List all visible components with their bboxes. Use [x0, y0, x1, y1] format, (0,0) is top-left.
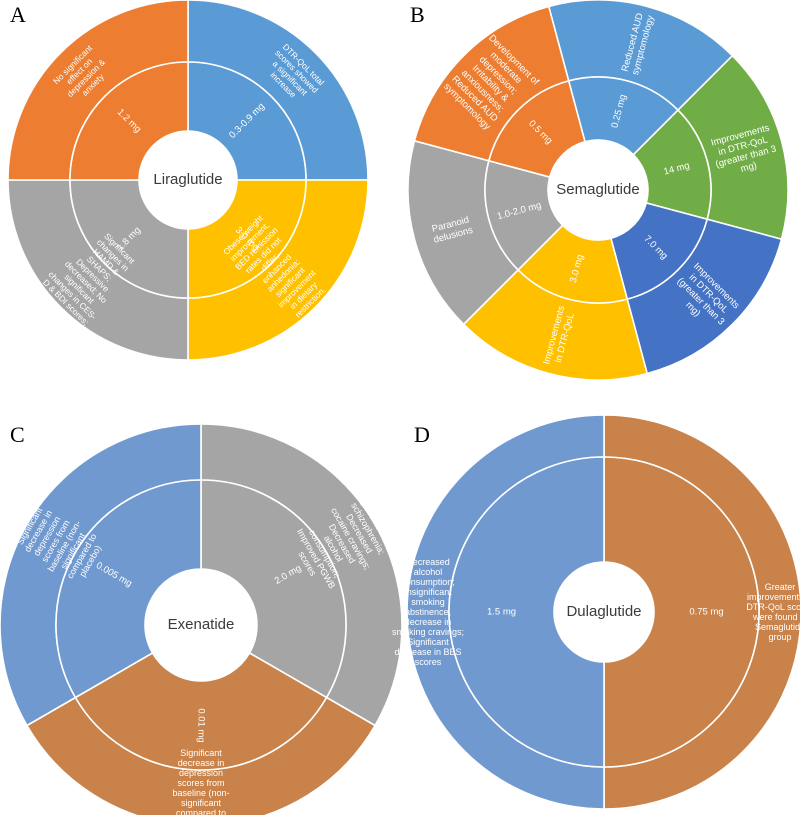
panel-letter: D	[414, 422, 430, 447]
drug-name-label: Dulaglutide	[566, 603, 641, 620]
dose-segment-0-005-mg	[55, 479, 202, 699]
dose-segment-14-mg	[632, 108, 712, 221]
drug-name-label: Semaglutide	[556, 181, 639, 198]
center-hole	[554, 562, 654, 662]
dose-segment-3-0-mg	[516, 224, 629, 304]
dose-segment-1-5-mg	[448, 456, 605, 768]
dose-label: 0.01 mg	[195, 708, 206, 742]
dose-segment-0-3-0-9-mg	[187, 61, 307, 181]
dose-segment-0-01-mg	[74, 651, 328, 771]
center-hole	[139, 131, 237, 229]
dose-segment-0-75-mg	[603, 456, 760, 768]
dose-segment-2-0-mg	[200, 479, 347, 699]
dose-segment-1-0-2-0-mg	[484, 159, 564, 272]
panel-letter: B	[410, 2, 425, 27]
dose-label: 1.5 mg	[487, 607, 516, 618]
dose-segment-1-8-mg	[69, 179, 189, 299]
dose-segment-3-0-mg	[187, 179, 307, 299]
drug-name-label: Exenatide	[168, 616, 235, 633]
dose-label: 0.75 mg	[689, 607, 723, 618]
center-hole	[548, 140, 648, 240]
dose-segment-0-5-mg	[487, 79, 587, 179]
outcome-label: No change incocaine use;Significantdecre…	[0, 489, 109, 588]
dose-segment-1-2-mg	[69, 61, 189, 181]
center-hole	[145, 569, 257, 681]
panel-letter: A	[10, 2, 26, 27]
dose-segment-7-0-mg	[609, 201, 709, 301]
panel-letter: C	[10, 422, 25, 447]
drug-name-label: Liraglutide	[153, 171, 222, 188]
dose-segment-0-25-mg	[567, 76, 680, 156]
